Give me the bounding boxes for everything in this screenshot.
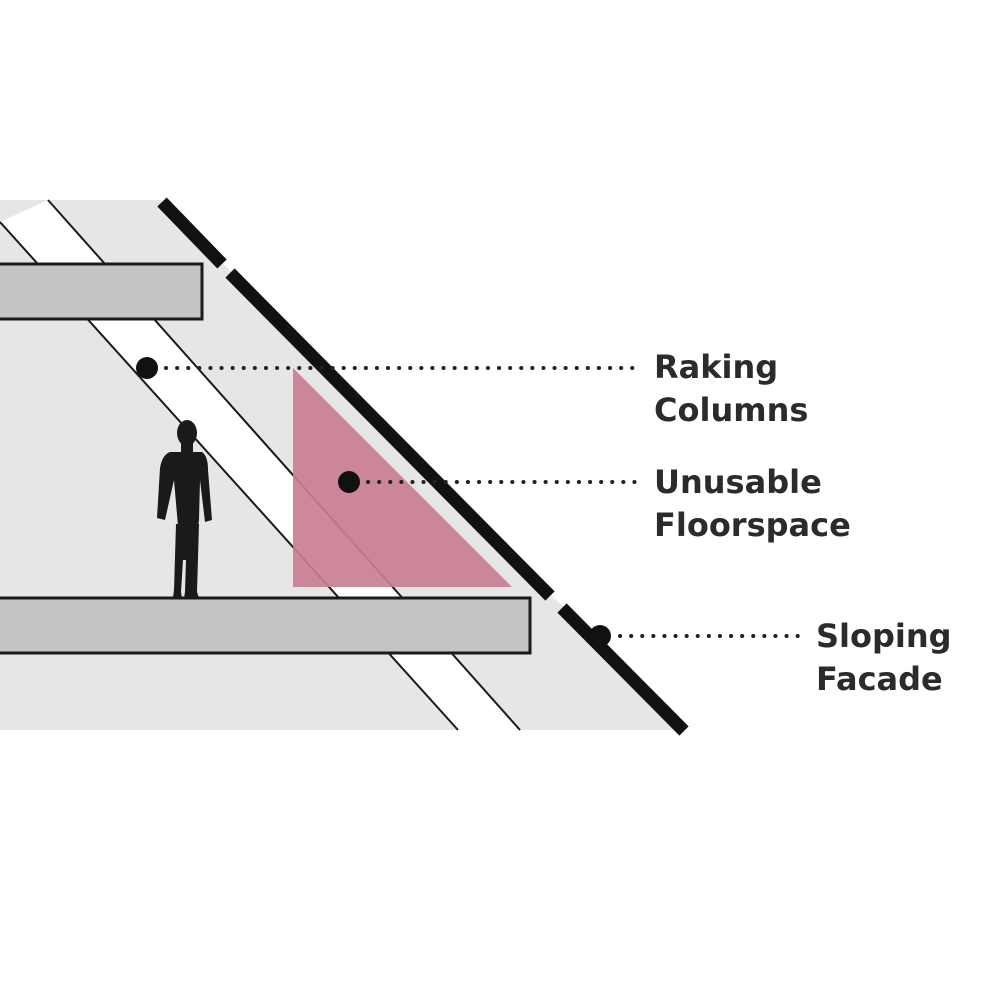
lower-floor-slab — [0, 596, 532, 655]
sloping-facade-callout — [589, 625, 800, 647]
upper-floor-slab — [0, 262, 204, 321]
unusable-floorspace-callout — [338, 471, 638, 493]
person-silhouette-icon — [157, 420, 212, 598]
sloping-facade-segment-top — [157, 197, 227, 269]
raking-columns-label-line2: Columns — [654, 391, 808, 429]
raking-columns-label-line1: Raking — [654, 348, 778, 386]
unusable-floorspace-marker — [338, 471, 360, 493]
sloping-facade-marker — [589, 625, 611, 647]
sloping-facade-segment-bottom — [557, 603, 689, 736]
raking-columns-marker — [136, 357, 158, 379]
sloping-facade-label-line2: Facade — [816, 660, 943, 698]
unusable-floorspace-label-line2: Floorspace — [654, 506, 851, 544]
sloping-facade-label-line1: Sloping — [816, 617, 952, 655]
sloping-facade-segment-middle — [225, 268, 555, 601]
unusable-floorspace-zone — [293, 368, 512, 587]
raking-columns-callout — [136, 357, 638, 379]
unusable-floorspace-label-line1: Unusable — [654, 463, 822, 501]
